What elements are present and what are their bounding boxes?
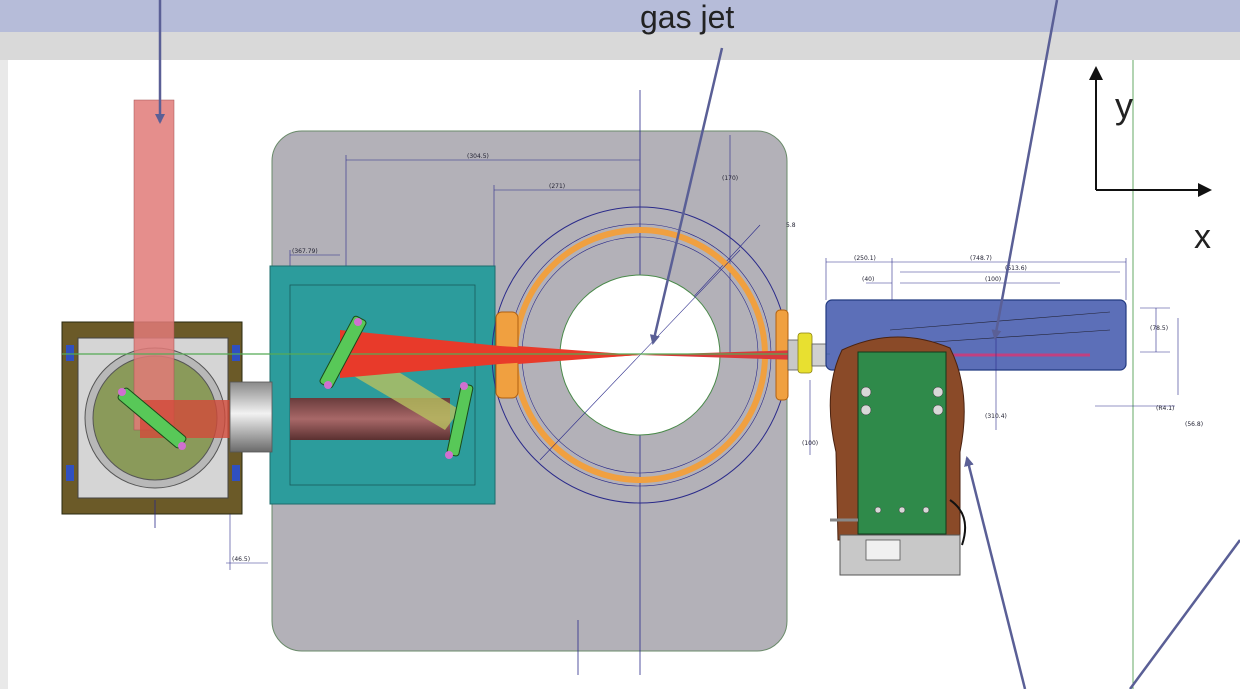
dim-label: (748.7) <box>970 255 992 262</box>
mirror-mount <box>445 382 474 459</box>
dim-label: (310.4) <box>985 413 1007 420</box>
connecting-tube <box>229 381 273 453</box>
exit-arrow <box>1128 539 1240 689</box>
dim-label: (78.5) <box>1150 325 1168 332</box>
dim-label: (367.79) <box>292 248 318 255</box>
dim-label: (56.8) <box>1185 421 1203 428</box>
dim-label: (271) <box>549 183 565 190</box>
dim-label: (100) <box>802 440 818 447</box>
dim-label: (100) <box>985 276 1001 283</box>
mirror-mount <box>117 387 187 450</box>
annotation-arrows <box>155 0 1240 689</box>
spectrometer-arrow <box>991 0 1059 340</box>
dim-label: (40) <box>862 276 874 283</box>
gas-jet-arrow <box>649 47 724 345</box>
detector-board <box>857 351 947 535</box>
axis-y-label: y <box>1115 85 1133 126</box>
mirror-mount <box>319 315 367 389</box>
incoming-beam <box>133 99 175 431</box>
dim-label: (513.6) <box>1005 265 1027 272</box>
detector-arrow <box>964 456 1027 689</box>
grey-band <box>0 32 1240 60</box>
axes-indicator <box>1089 66 1212 197</box>
dim-label: (R4.1) <box>1156 405 1174 412</box>
dim-label: 5.8 <box>786 222 796 229</box>
gas-jet-label: gas jet <box>640 0 734 35</box>
dim-label: (304.5) <box>467 153 489 160</box>
dim-label: (46.5) <box>232 556 250 563</box>
spectrometer-dimensions <box>809 258 1179 455</box>
axis-x-label: x <box>1194 218 1211 256</box>
dim-label: (170) <box>722 175 738 182</box>
dim-label: (250.1) <box>854 255 876 262</box>
yellow-connector <box>797 332 813 374</box>
top-band <box>0 0 1240 32</box>
